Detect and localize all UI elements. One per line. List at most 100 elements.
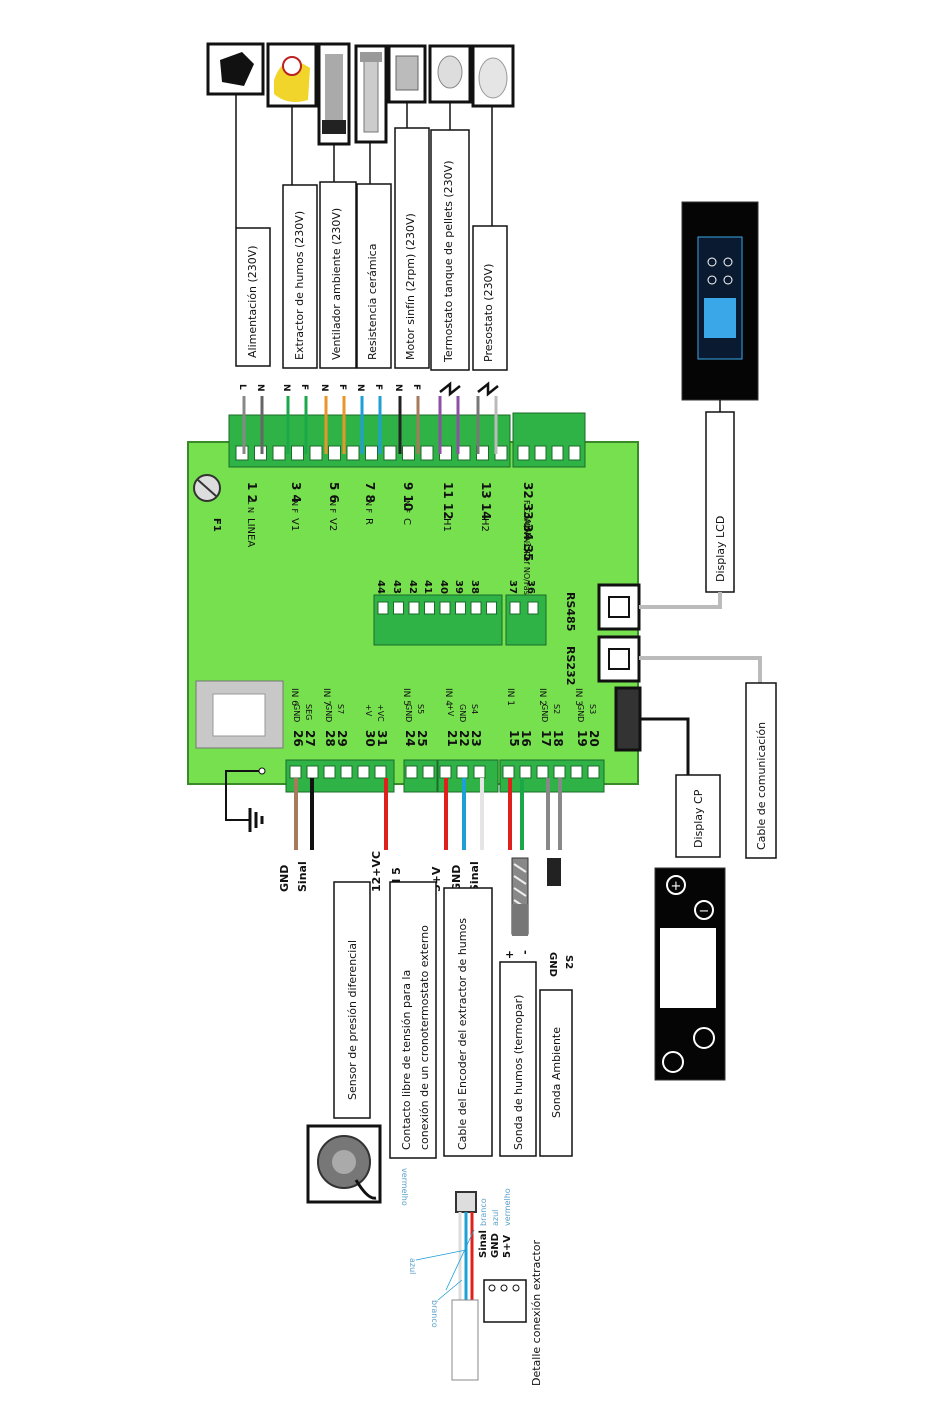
bottom-wire-label: Sinal (296, 861, 309, 892)
cp-flame-button-icon[interactable] (693, 1027, 715, 1049)
board-group-label: 32 33 34 35 (521, 482, 535, 561)
terminal-screw (534, 445, 547, 461)
board-group-sub: N F (328, 500, 337, 514)
load-terminal-letter: F (299, 384, 309, 390)
contacto-label-1: Contacto libre de tensión para la (400, 970, 413, 1150)
board-bottom-pin: 27 (303, 730, 317, 747)
board-bottom-sub: S5 (416, 704, 425, 714)
terminal-screw (587, 765, 600, 779)
board-bottom-pin: 29 (335, 730, 349, 747)
lcd-button-icon[interactable] (723, 275, 733, 285)
board-bottom-sub: GND (404, 704, 413, 722)
board-bottom-pin: 23 (469, 730, 483, 747)
board-bottom-pin: 31 (375, 730, 389, 747)
board-group-sub: L N (246, 500, 255, 513)
board-group-name: LINEA (245, 518, 256, 547)
board-group-name: C (401, 518, 412, 525)
board-group-label: 9 10 (401, 482, 415, 511)
display-cp-header[interactable] (614, 686, 642, 752)
load-terminal-letter: N (281, 384, 291, 392)
sonda-ambiente-label-box (539, 989, 573, 1157)
board-group-name: H1 (441, 518, 452, 532)
mid-pin-label: 42 (407, 580, 418, 594)
connector-detail-title: Detalle conexión extractor (530, 1239, 543, 1386)
board-group-label: 5 6 (327, 482, 341, 503)
board-bottom-sub: GND (324, 704, 333, 722)
terminal-screw (509, 601, 521, 615)
load-label-2: Ventilador ambiente (230V) (330, 208, 343, 360)
board-group-name: V2 (327, 518, 338, 531)
display-cp-cable (640, 717, 690, 775)
board-group-sub: F COM/N NC/Ref NO/Fas (522, 500, 531, 595)
mid-pin-label: 41 (422, 580, 433, 594)
board-bottom-sub: S7 (336, 704, 345, 714)
connector-detail (415, 1191, 527, 1381)
cp-screen (660, 928, 716, 1008)
board-bottom-sub: +VC (376, 704, 385, 722)
load-terminal-letter: N (255, 384, 265, 392)
rs232-port[interactable] (597, 635, 641, 683)
board-bottom-pin: 15 (507, 730, 521, 747)
board-group-label: 3 4 (289, 482, 303, 503)
encoder-label: Cable del Encoder del extractor de humos (456, 918, 469, 1150)
board-bottom-pin: 26 (291, 730, 305, 747)
board-bottom-sub: SEG (304, 704, 313, 720)
terminal-screw (570, 765, 583, 779)
lcd-button-icon[interactable] (723, 257, 733, 267)
terminal-screw (235, 445, 249, 461)
board-bottom-group-name: IN 6 (289, 688, 299, 706)
board-bottom-pin: 16 (519, 730, 533, 747)
lcd-button-icon[interactable] (707, 257, 717, 267)
lcd-button-icon[interactable] (707, 275, 717, 285)
cp-minus-button-icon[interactable] (694, 900, 714, 920)
board-bottom-sub: GND (458, 704, 467, 722)
display-lcd-label: Display LCD (714, 516, 727, 582)
board-bottom-sub: S4 (470, 704, 479, 714)
detail-pin-gnd: GND (490, 1233, 501, 1258)
board-group-name: AUX 1 (521, 518, 532, 549)
terminal-screw (309, 445, 323, 461)
board-bottom-sub: S2 (552, 704, 561, 714)
terminal-screw (420, 445, 434, 461)
terminal-screw (357, 765, 370, 779)
auger-motor-icon (387, 44, 427, 104)
board-bottom-group-name: IN 1 (505, 688, 515, 706)
board-bottom-pin: 18 (551, 730, 565, 747)
board-bottom-pin: 30 (363, 730, 377, 747)
terminal-screw (346, 445, 360, 461)
cp-plus-button-icon[interactable] (666, 875, 686, 895)
load-terminal-letter: L (237, 384, 247, 390)
mid-pin-label: 39 (453, 580, 464, 594)
detail-color-azul: azul (491, 1210, 500, 1226)
terminal-screw (422, 765, 435, 779)
board-group-sub: N F (290, 500, 299, 514)
terminal-screw (470, 601, 482, 615)
board-bottom-sub: +V (446, 704, 455, 717)
terminal-screw (272, 445, 286, 461)
load-label-boxes (235, 127, 508, 371)
cp-power-button-icon[interactable] (662, 1051, 684, 1073)
svg-text:−: − (699, 904, 710, 919)
load-terminal-letter: N (393, 384, 403, 392)
ambient-probe (547, 858, 561, 886)
board-bottom-pin: 28 (323, 730, 337, 747)
mid-pin-label: 40 (438, 580, 449, 594)
mid-pin-label: 37 (507, 580, 518, 594)
rs485-port[interactable] (597, 583, 641, 631)
comm-cable-label-box (745, 682, 777, 859)
terminal-screw (323, 765, 336, 779)
terminal-screw (502, 765, 515, 779)
terminal-screw (328, 445, 341, 461)
board-bottom-sub: +V (364, 704, 373, 717)
board-bottom-pin: 24 (403, 730, 417, 747)
terminal-screw (457, 445, 471, 461)
board-group-name: R (363, 518, 374, 525)
leader-lines (235, 94, 493, 228)
terminal-screw (517, 445, 530, 461)
bottom-wire-label: 12+VC (370, 851, 383, 892)
board-bottom-group-name: IN 5 (401, 688, 411, 706)
probe-minus: - (519, 950, 532, 955)
terminal-screw (383, 445, 397, 461)
thermostat-switch-icon (439, 381, 461, 397)
load-terminal-letter: F (337, 384, 347, 390)
